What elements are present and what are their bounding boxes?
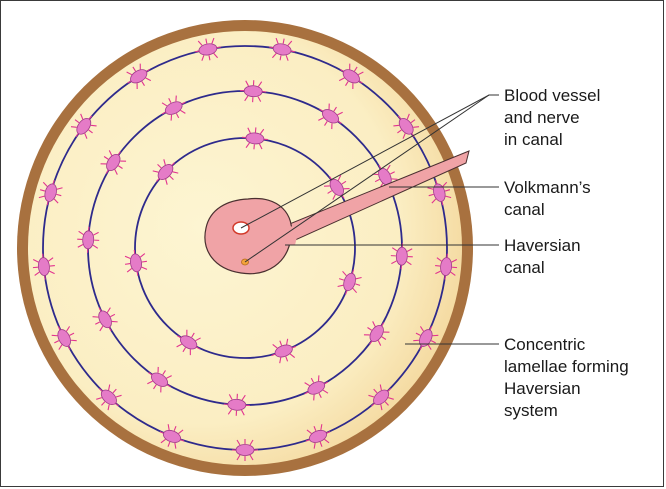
- label-haversian-canal: Haversian canal: [504, 236, 585, 277]
- label-lamellae: Concentric lamellae forming Haversian sy…: [504, 335, 633, 420]
- label-blood-vessel: Blood vessel and nerve in canal: [504, 86, 605, 149]
- label-volkmann: Volkmann’s canal: [504, 178, 595, 219]
